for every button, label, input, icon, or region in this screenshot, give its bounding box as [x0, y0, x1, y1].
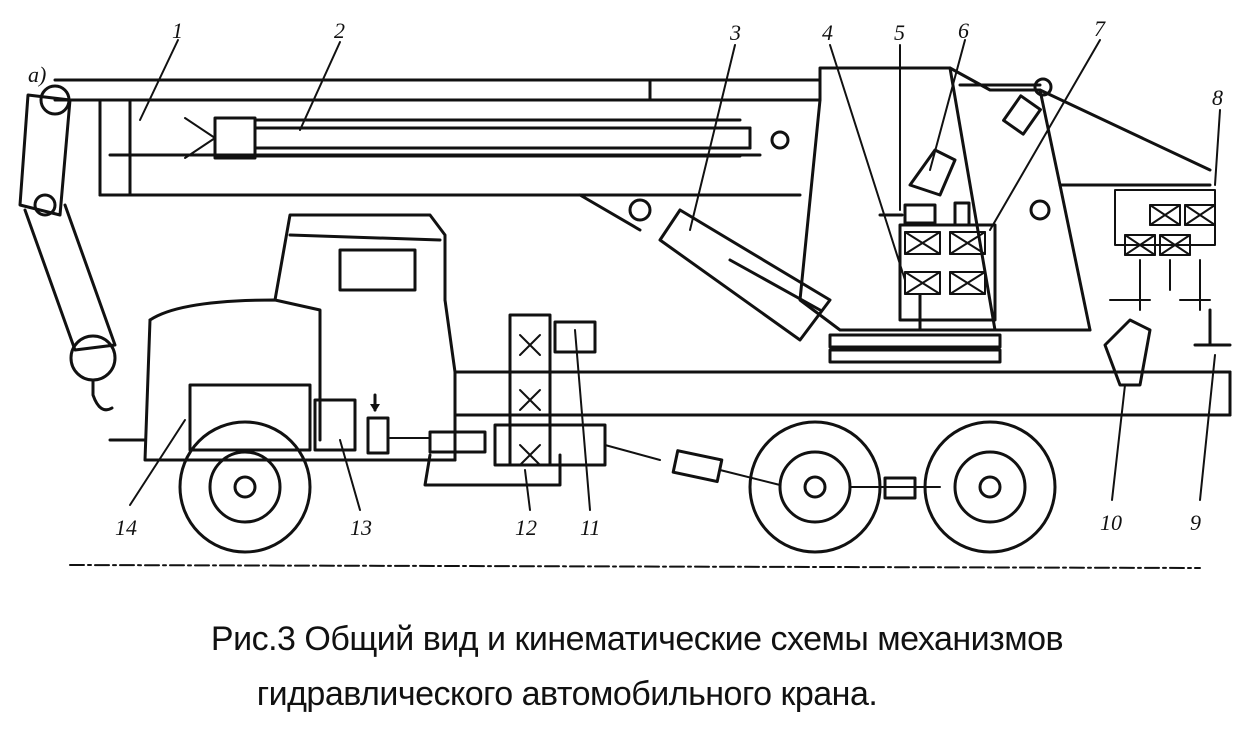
figure-tag: а) — [28, 62, 46, 87]
caption-line-2: гидравлического автомобильного крана. — [256, 675, 878, 713]
callout-2: 2 — [334, 18, 345, 43]
callout-12: 12 — [515, 515, 537, 540]
callout-3: 3 — [729, 20, 741, 45]
boom-head — [18, 84, 117, 412]
callout-6: 6 — [958, 18, 969, 43]
callout-4: 4 — [822, 20, 833, 45]
callout-11: 11 — [580, 515, 600, 540]
callout-10: 10 — [1100, 510, 1122, 535]
crane-diagram: а) — [18, 16, 1232, 569]
rear-wheel — [923, 420, 1057, 554]
drive-shafts — [389, 430, 941, 500]
callout-5: 5 — [894, 20, 905, 45]
ground-line — [69, 564, 1201, 569]
truck-cab — [108, 213, 457, 462]
callout-labels: 1 2 3 4 5 6 7 8 9 10 11 12 13 14 — [115, 16, 1223, 540]
callout-7: 7 — [1094, 16, 1106, 41]
front-wheel — [178, 420, 312, 554]
callout-8: 8 — [1212, 85, 1223, 110]
middle-wheel — [748, 420, 882, 554]
callout-13: 13 — [350, 515, 372, 540]
gearbox — [313, 393, 390, 455]
lift-cylinder — [578, 193, 832, 342]
boom — [53, 77, 1212, 197]
callout-1: 1 — [172, 18, 183, 43]
caption-line-1: Рис.3 Общий вид и кинематические схемы м… — [210, 620, 1064, 658]
callout-14: 14 — [115, 515, 137, 540]
callout-leaders — [129, 39, 1221, 511]
slewing-gearbox — [878, 148, 997, 332]
hoist-winch — [1109, 189, 1232, 347]
hydraulic-motor — [1103, 318, 1152, 387]
telescopic-cylinder — [98, 98, 790, 197]
turntable — [798, 66, 1212, 364]
chassis-frame — [423, 370, 1232, 487]
callout-9: 9 — [1190, 510, 1201, 535]
power-take-off — [493, 313, 607, 467]
